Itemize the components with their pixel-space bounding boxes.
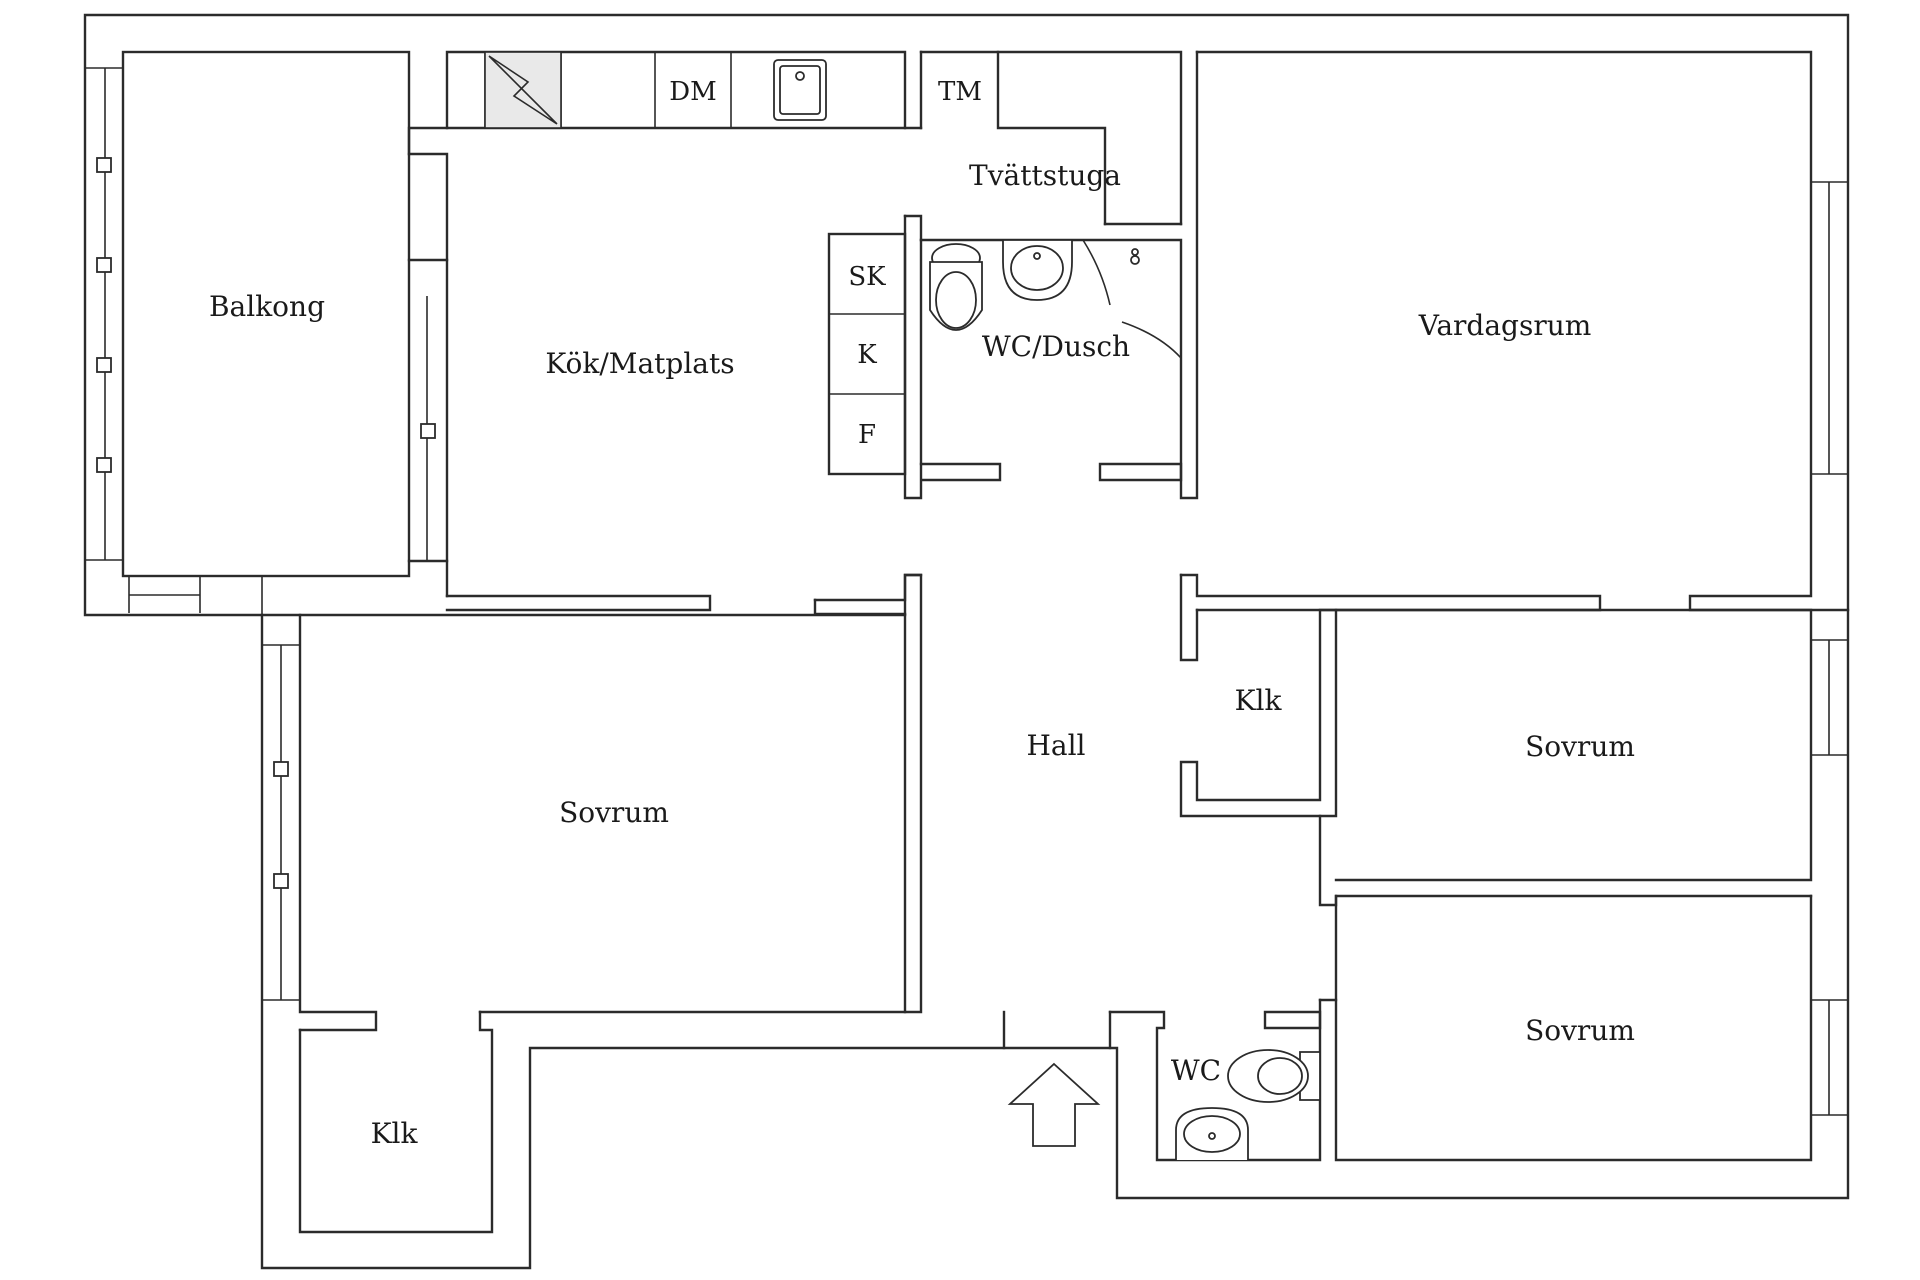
toilet-small-icon xyxy=(1227,1049,1321,1103)
room-bedroom-bottom: Sovrum xyxy=(1525,1014,1635,1047)
room-balcony: Balkong xyxy=(209,290,325,323)
washbasin-small-icon xyxy=(1175,1107,1249,1160)
bedroom-left-walls xyxy=(260,613,907,1234)
washbasin-icon xyxy=(1002,239,1073,301)
room-kitchen: Kök/Matplats xyxy=(545,347,734,380)
dishwasher-label: DM xyxy=(669,77,716,107)
room-laundry: Tvättstuga xyxy=(969,159,1121,192)
room-bedroom-left: Sovrum xyxy=(559,796,669,829)
kitchen-counter xyxy=(407,50,907,156)
wc-small-walls xyxy=(1002,998,1322,1162)
room-wc-shower: WC/Dusch xyxy=(982,330,1130,363)
kitchen-walls xyxy=(445,573,923,616)
room-closet-mid: Klk xyxy=(1235,684,1283,717)
balcony-door xyxy=(407,152,449,598)
shower-icon xyxy=(1082,239,1182,359)
room-living: Vardagsrum xyxy=(1418,309,1592,342)
outer-walls xyxy=(83,13,1850,1270)
fridge-label: K xyxy=(857,340,877,370)
sink-icon xyxy=(773,59,827,121)
toilet-icon xyxy=(929,243,983,331)
freezer-label: F xyxy=(858,420,876,450)
room-wc-small: WC xyxy=(1171,1054,1221,1087)
stove-icon xyxy=(484,51,562,129)
storage-cabinet-label: SK xyxy=(848,262,886,292)
room-bedroom-mid: Sovrum xyxy=(1525,730,1635,763)
room-hall: Hall xyxy=(1026,729,1085,762)
wc-shower-walls xyxy=(903,50,1199,500)
hall-walls xyxy=(903,573,1338,1014)
entrance-arrow-icon xyxy=(1007,1062,1101,1147)
dryer-label: TM xyxy=(938,77,982,107)
laundry-walls xyxy=(903,50,1183,226)
room-closet-left: Klk xyxy=(371,1117,419,1150)
balcony xyxy=(85,50,411,613)
bedroom-bottom-walls xyxy=(1318,894,1848,1162)
